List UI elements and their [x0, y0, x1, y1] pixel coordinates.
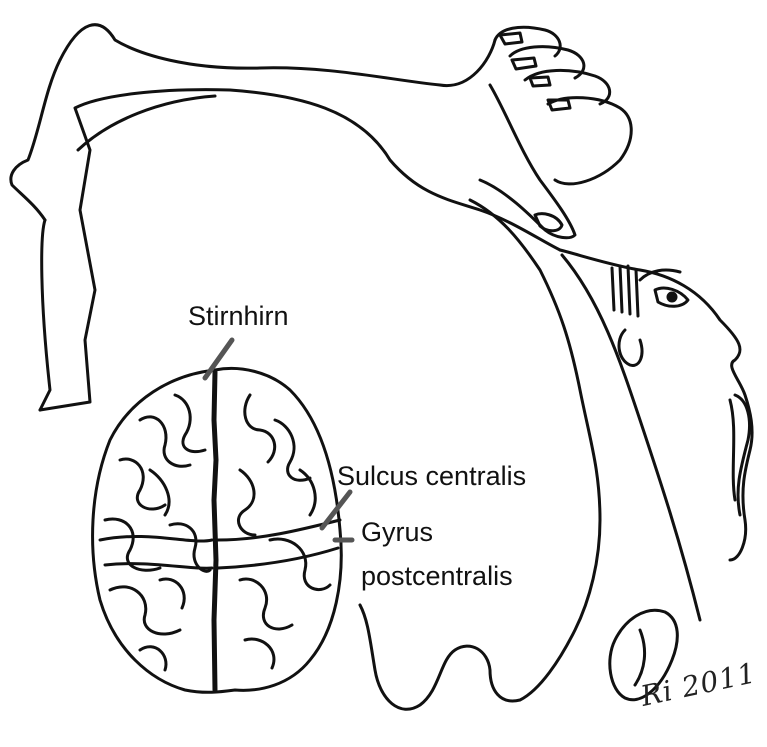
central-sulcus-label: Sulcus centralis: [337, 461, 526, 491]
postcentral-gyrus-label-line1: Gyrus: [361, 517, 433, 547]
postcentral-gyrus-label-line2: postcentralis: [361, 561, 513, 591]
brain-top-view: [93, 340, 352, 692]
homunculus-body: [11, 25, 752, 710]
frontal-lobe-label: Stirnhirn: [188, 301, 289, 331]
